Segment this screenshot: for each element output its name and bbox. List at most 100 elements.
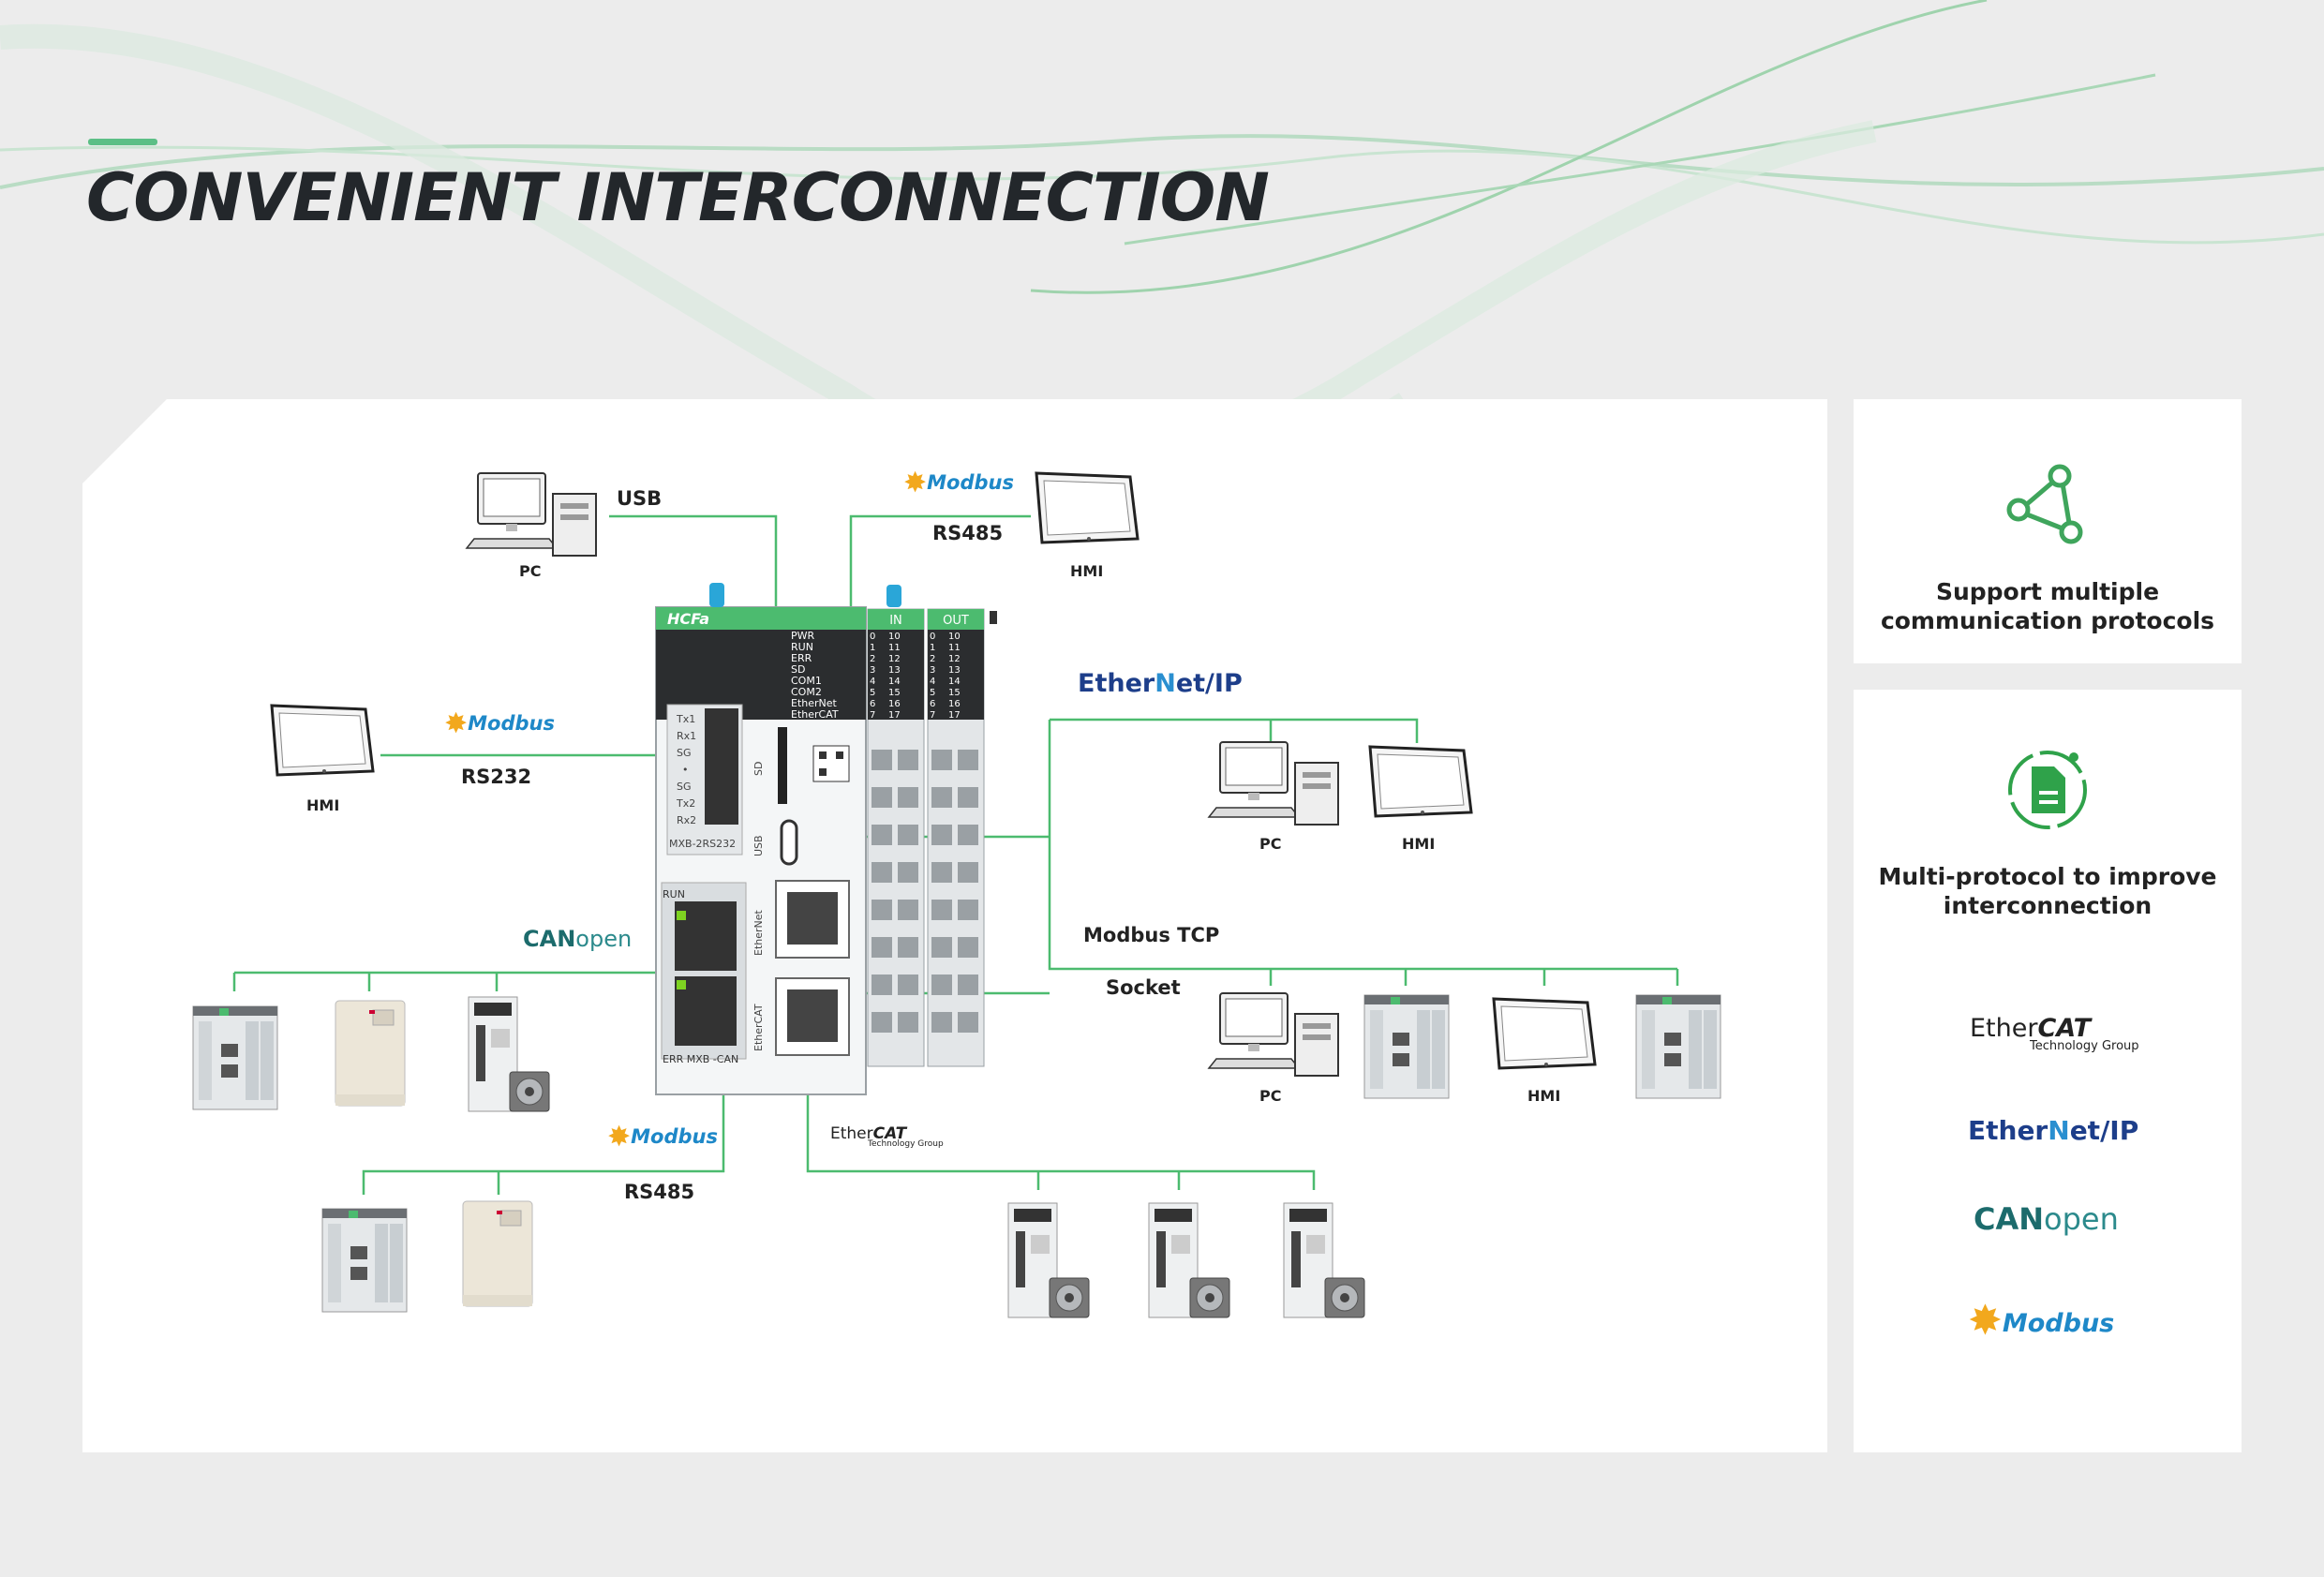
modbus-logo-side: ✸Modbus: [1968, 1297, 2115, 1345]
svg-text:0: 0: [870, 632, 875, 642]
svg-text:2: 2: [930, 654, 935, 664]
svg-text:COM1: COM1: [791, 675, 822, 687]
ethernet-ip-logo: EtherNet/IP: [1078, 669, 1243, 698]
svg-text:SD: SD: [752, 762, 765, 776]
rs485-bottom-label: RS485: [624, 1181, 695, 1203]
svg-text:1: 1: [870, 643, 875, 653]
svg-text:15: 15: [888, 688, 901, 698]
svg-text:MXB-2RS232: MXB-2RS232: [669, 838, 736, 850]
svg-text:2: 2: [870, 654, 875, 664]
svg-text:EtherNet: EtherNet: [752, 909, 765, 956]
svg-text:1: 1: [930, 643, 935, 653]
pc-top-image: [466, 472, 597, 557]
svg-text:5: 5: [870, 688, 875, 698]
hmi-socket-label: HMI: [1527, 1087, 1561, 1105]
svg-text:7: 7: [870, 710, 875, 721]
servo-ethercat-3: [1283, 1202, 1365, 1318]
svg-text:11: 11: [948, 643, 961, 653]
svg-text:Tx2: Tx2: [676, 797, 695, 810]
svg-text:17: 17: [888, 710, 901, 721]
document-icon: [2008, 751, 2087, 829]
svg-text:16: 16: [948, 699, 961, 709]
card-multi-protocol: Support multiple communication protocols: [1854, 399, 2242, 663]
io-terminals: [872, 750, 978, 1033]
plc-module-socket-2: [1635, 994, 1721, 1099]
servo-canopen: [468, 996, 550, 1112]
svg-text:11: 11: [888, 643, 901, 653]
share-icon: [2006, 464, 2083, 544]
svg-text:Rx1: Rx1: [677, 730, 696, 742]
pc-top-label: PC: [519, 562, 542, 580]
svg-text:COM2: COM2: [791, 686, 822, 698]
connection-lines: [232, 514, 1679, 1195]
svg-text:6: 6: [870, 699, 875, 709]
svg-text:ERR MXB -CAN: ERR MXB -CAN: [663, 1053, 738, 1065]
svg-text:4: 4: [930, 677, 935, 687]
canopen-logo: CANopen: [523, 926, 633, 952]
title-accent-bar: [88, 139, 157, 145]
modbus-logo-left: ✸Modbus: [444, 707, 555, 740]
hmi-left-label: HMI: [306, 796, 340, 814]
svg-text:RUN: RUN: [663, 888, 685, 900]
hmi-left-image: [270, 704, 375, 777]
svg-text:3: 3: [930, 665, 935, 676]
svg-text:16: 16: [888, 699, 901, 709]
hmi-top-image: [1035, 471, 1140, 544]
svg-text:USB: USB: [752, 835, 765, 856]
plc-module-canopen: [192, 1005, 278, 1110]
svg-text:SG: SG: [677, 781, 692, 793]
pc-socket-image: [1208, 992, 1339, 1077]
svg-text:13: 13: [888, 665, 901, 676]
hmi-top-label: HMI: [1070, 562, 1104, 580]
central-plc: HCFa PWR RUN ERR SD COM1 COM2 EtherNet E…: [655, 583, 867, 1095]
servo-ethercat-2: [1148, 1202, 1230, 1318]
svg-text:Tx1: Tx1: [676, 713, 695, 725]
socket-label: Socket: [1106, 976, 1181, 999]
svg-text:EtherCAT: EtherCAT: [791, 708, 839, 721]
modbus-logo-top: ✸Modbus: [903, 467, 1014, 499]
rs485-top-label: RS485: [932, 522, 1004, 544]
svg-text:RUN: RUN: [791, 641, 813, 653]
hmi-socket-image: [1492, 997, 1597, 1070]
inverter-canopen: [335, 1000, 406, 1107]
svg-text:HCFa: HCFa: [667, 610, 709, 628]
hmi-eip-image: [1368, 745, 1473, 818]
canopen-logo-side: CANopen: [1974, 1201, 2119, 1237]
svg-text:14: 14: [948, 677, 961, 687]
modbus-logo-bottom: ✸Modbus: [607, 1121, 718, 1153]
svg-text:SD: SD: [791, 663, 805, 676]
ethernet-ip-logo-side: EtherNet/IP: [1968, 1115, 2139, 1146]
rs232-label: RS232: [461, 766, 532, 788]
svg-text:SG: SG: [677, 747, 692, 759]
pc-eip-image: [1208, 741, 1339, 826]
svg-text:0: 0: [930, 632, 935, 642]
plc-module-socket-1: [1363, 994, 1450, 1099]
usb-label: USB: [617, 487, 663, 510]
svg-text:15: 15: [948, 688, 961, 698]
svg-text:13: 13: [948, 665, 961, 676]
svg-text:EtherCAT: EtherCAT: [752, 1004, 765, 1051]
card-multi-protocol-text: Support multiple communication protocols: [1880, 578, 2215, 634]
svg-text:14: 14: [888, 677, 901, 687]
svg-text:12: 12: [948, 654, 961, 664]
svg-text:5: 5: [930, 688, 935, 698]
svg-text:7: 7: [930, 710, 935, 721]
svg-text:ERR: ERR: [791, 652, 812, 664]
card-interconnection: Multi-protocol to improve interconnectio…: [1854, 690, 2242, 1452]
svg-text:Rx2: Rx2: [677, 814, 696, 826]
inverter-rs485: [462, 1200, 533, 1307]
svg-text:EtherNet: EtherNet: [791, 697, 838, 709]
svg-text:10: 10: [888, 632, 901, 642]
svg-text:12: 12: [888, 654, 901, 664]
card-interconnection-text: Multi-protocol to improve interconnectio…: [1878, 863, 2217, 919]
svg-text:10: 10: [948, 632, 961, 642]
svg-text:6: 6: [930, 699, 935, 709]
svg-text:17: 17: [948, 710, 961, 721]
pc-eip-label: PC: [1259, 835, 1282, 853]
svg-text:IN: IN: [889, 614, 902, 628]
pc-socket-label: PC: [1259, 1087, 1282, 1105]
